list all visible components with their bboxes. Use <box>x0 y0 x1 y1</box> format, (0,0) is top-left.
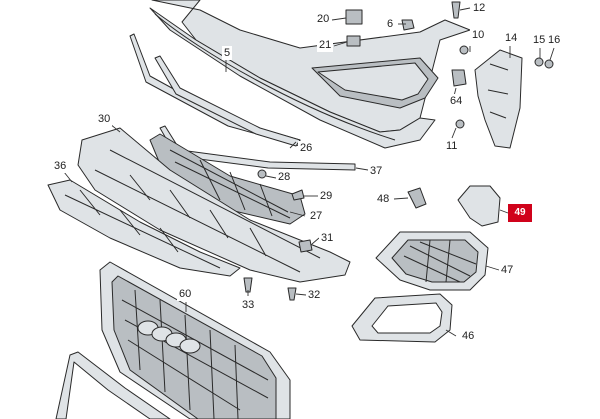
nut-15 <box>534 57 544 67</box>
callout-37: 37 <box>368 164 385 178</box>
trim-strip-lower <box>154 55 301 147</box>
callout-49-highlighted: 49 <box>508 204 532 222</box>
clip-29 <box>291 189 305 201</box>
clip-31 <box>298 239 313 253</box>
callout-28: 28 <box>276 170 293 184</box>
callout-33: 33 <box>240 298 257 312</box>
front-grille <box>99 261 291 419</box>
nut-64 <box>451 69 467 87</box>
callout-12: 12 <box>471 1 488 15</box>
callout-21: 21 <box>317 38 334 52</box>
callout-20: 20 <box>315 12 332 26</box>
bracket-48 <box>407 187 427 209</box>
clip-20 <box>345 9 363 25</box>
callout-29: 29 <box>318 189 335 203</box>
callout-36: 36 <box>52 159 69 173</box>
bumper-cover <box>149 0 471 149</box>
clip-6 <box>401 19 415 31</box>
callout-27: 27 <box>308 209 325 223</box>
lower-trim-strip <box>159 125 356 171</box>
callout-32: 32 <box>306 288 323 302</box>
callout-48: 48 <box>375 192 392 206</box>
callout-26: 26 <box>298 141 315 155</box>
screw-10 <box>459 45 469 55</box>
callout-60: 60 <box>177 287 194 301</box>
frame-lower-left <box>55 351 171 419</box>
screw-33 <box>243 277 253 293</box>
clip-21 <box>346 35 361 47</box>
callout-47: 47 <box>499 263 516 277</box>
underbody-cover <box>47 179 241 277</box>
screw-16 <box>544 59 554 69</box>
callout-14: 14 <box>503 31 520 45</box>
callout-31: 31 <box>319 231 336 245</box>
side-grille <box>375 231 489 291</box>
screw-32 <box>287 287 297 301</box>
callout-6: 6 <box>385 17 396 31</box>
screw-11 <box>455 119 465 129</box>
callout-46: 46 <box>460 329 477 343</box>
callout-11: 11 <box>444 139 460 153</box>
callout-64: 64 <box>448 94 465 108</box>
callout-15: 15 <box>531 33 548 47</box>
lower-spoiler <box>77 127 351 283</box>
callout-5: 5 <box>222 46 233 60</box>
screw-28 <box>257 169 267 179</box>
callout-30: 30 <box>96 112 113 126</box>
bolt-12 <box>451 1 461 19</box>
callout-16: 16 <box>546 33 563 47</box>
callout-10: 10 <box>470 28 487 42</box>
cover-cap <box>457 185 501 227</box>
mounting-bracket <box>474 49 523 149</box>
